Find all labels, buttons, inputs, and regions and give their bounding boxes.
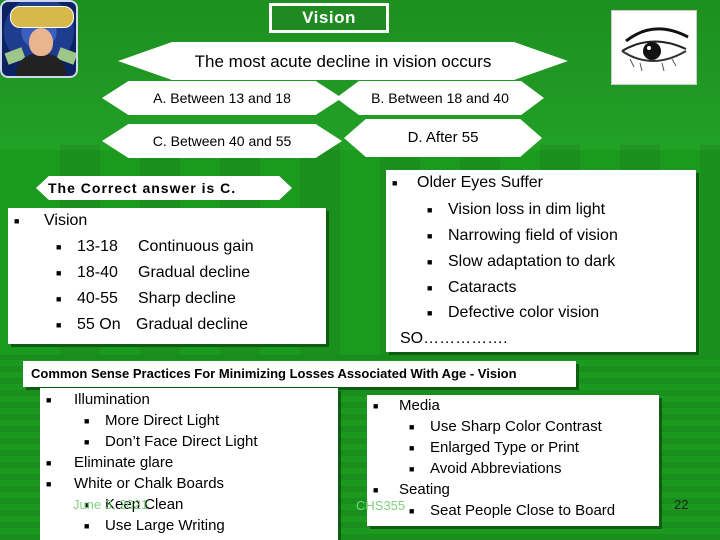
- bullet-icon: [56, 320, 61, 330]
- older-eyes-panel: Older Eyes Suffer Vision loss in dim lig…: [386, 170, 696, 352]
- older-eyes-item: Slow adaptation to dark: [448, 253, 616, 270]
- answer-d[interactable]: D. After 55: [344, 119, 542, 157]
- age-description: Gradual decline: [136, 316, 249, 333]
- illumination-item: More Direct Light: [105, 412, 220, 429]
- correct-answer-banner: The Correct answer is C.: [36, 176, 292, 200]
- bullet-icon: [56, 268, 61, 278]
- vision-age-panel: Vision 13-18 Continuous gain 18-40 Gradu…: [8, 208, 326, 344]
- question-banner: The most acute decline in vision occurs: [118, 42, 568, 80]
- bullet-icon: [14, 216, 19, 226]
- media-panel: Media Use Sharp Color Contrast Enlarged …: [367, 395, 659, 526]
- bullet-icon: [427, 231, 432, 241]
- boards-item: Use Large Writing: [105, 517, 225, 534]
- boards-item: Keep Clean: [105, 496, 184, 513]
- bullet-icon: [427, 205, 432, 215]
- bullet-icon: [409, 443, 414, 453]
- eye-sketch-image: [611, 10, 697, 85]
- bullet-icon: [409, 506, 414, 516]
- bullet-icon: [392, 178, 397, 188]
- bullet-icon: [373, 485, 378, 495]
- bullet-icon: [84, 437, 89, 447]
- page-number: 22: [674, 497, 689, 512]
- bullet-icon: [427, 308, 432, 318]
- media-label: Media: [399, 397, 440, 414]
- answer-b[interactable]: B. Between 18 and 40: [336, 81, 544, 115]
- bullet-icon: [56, 242, 61, 252]
- boards-label: White or Chalk Boards: [74, 475, 225, 492]
- footer-course: CHS355: [356, 498, 406, 513]
- slide-title: Vision: [269, 3, 389, 33]
- seating-label: Seating: [399, 481, 450, 498]
- glare-label: Eliminate glare: [74, 454, 174, 471]
- media-item: Use Sharp Color Contrast: [430, 418, 602, 435]
- age-description: Sharp decline: [138, 290, 236, 307]
- older-eyes-item: Narrowing field of vision: [448, 227, 618, 244]
- bullet-icon: [427, 283, 432, 293]
- question-text: The most acute decline in vision occurs: [120, 44, 566, 78]
- footer-date: June 3, 2021: [73, 497, 149, 512]
- common-sense-title: Common Sense Practices For Minimizing Lo…: [23, 361, 576, 387]
- so-text: SO…………….: [400, 330, 508, 347]
- bullet-icon: [427, 257, 432, 267]
- seating-item: Seat People Close to Board: [430, 502, 616, 519]
- bullet-icon: [46, 479, 51, 489]
- bullet-icon: [56, 294, 61, 304]
- game-show-logo: [0, 0, 78, 78]
- bullet-icon: [46, 458, 51, 468]
- illumination-panel: Illumination More Direct Light Don’t Fac…: [40, 388, 338, 540]
- bullet-icon: [46, 395, 51, 405]
- answer-c[interactable]: C. Between 40 and 55: [102, 124, 342, 158]
- bullet-icon: [409, 464, 414, 474]
- age-range: 18-40: [77, 264, 118, 281]
- age-range: 13-18: [77, 238, 118, 255]
- older-eyes-item: Cataracts: [448, 279, 517, 296]
- illumination-label: Illumination: [74, 391, 150, 408]
- age-description: Continuous gain: [138, 238, 254, 255]
- older-eyes-heading: Older Eyes Suffer: [417, 174, 543, 191]
- bullet-icon: [84, 416, 89, 426]
- age-range: 55 On: [77, 316, 121, 333]
- age-description: Gradual decline: [138, 264, 251, 281]
- vision-heading: Vision: [44, 212, 88, 229]
- bullet-icon: [409, 422, 414, 432]
- bullet-icon: [373, 401, 378, 411]
- age-range: 40-55: [77, 290, 118, 307]
- bullet-icon: [84, 521, 89, 531]
- illumination-item: Don’t Face Direct Light: [105, 433, 258, 450]
- media-item: Avoid Abbreviations: [430, 460, 562, 477]
- answer-a[interactable]: A. Between 13 and 18: [102, 81, 342, 115]
- older-eyes-item: Vision loss in dim light: [448, 201, 606, 218]
- media-item: Enlarged Type or Print: [430, 439, 579, 456]
- older-eyes-item: Defective color vision: [448, 304, 600, 321]
